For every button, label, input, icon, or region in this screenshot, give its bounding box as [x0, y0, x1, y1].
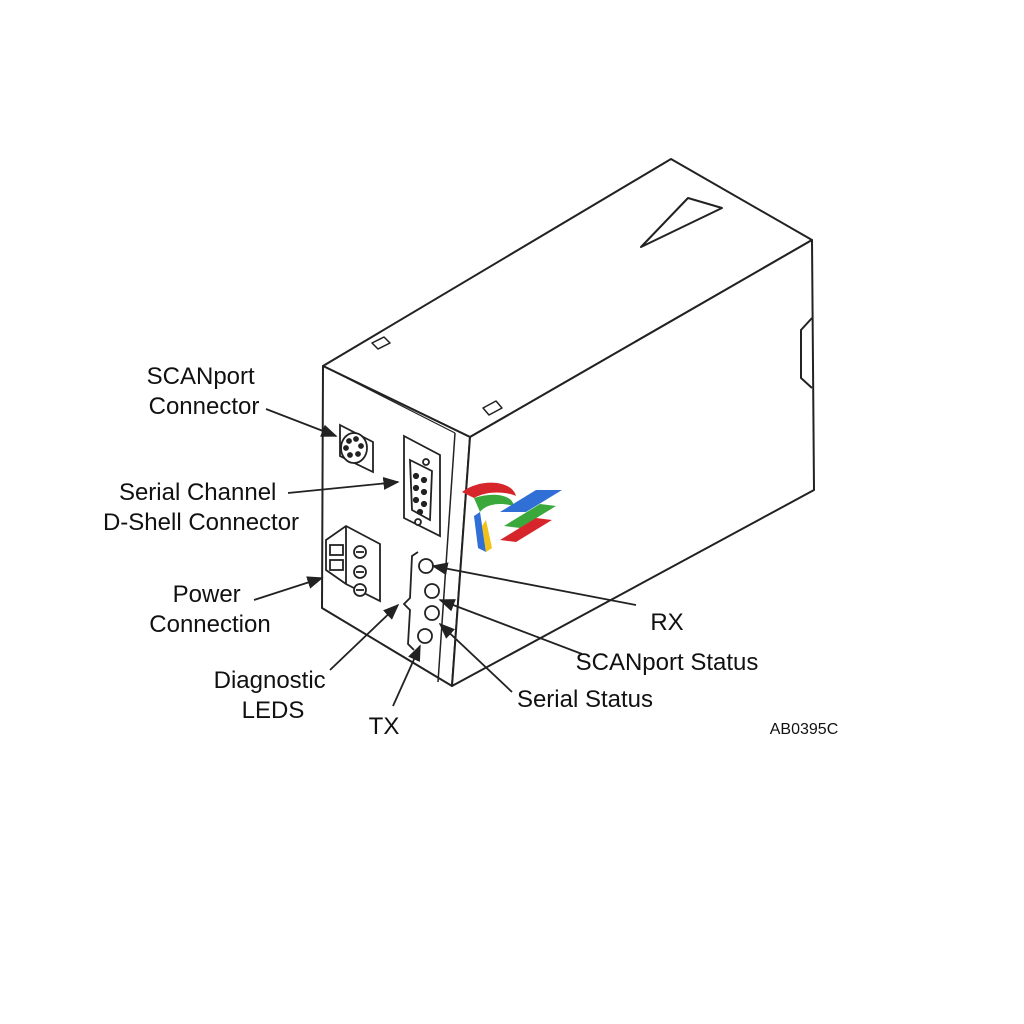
- arrow-serial-channel: [287, 477, 400, 494]
- label-power-connection: Power Connection: [149, 581, 270, 638]
- power-terminal-block: [325, 524, 381, 603]
- led-serial-status: [424, 605, 440, 621]
- led-scanport-status: [424, 583, 440, 599]
- arrow-rx: [431, 562, 637, 606]
- watermark-logo: [462, 482, 562, 552]
- arrow-power: [253, 576, 324, 601]
- top-slot-left: [371, 336, 391, 350]
- arrow-diagnostic: [329, 603, 400, 671]
- figure-code: AB0395C: [770, 721, 839, 738]
- arrow-tx: [392, 644, 421, 707]
- label-scanport-status: SCANport Status: [576, 649, 759, 676]
- top-triangle-mark: [640, 197, 723, 248]
- dshell-connector-port: [403, 434, 441, 538]
- diagnostic-led-group: [402, 551, 440, 651]
- arrow-scanport-status: [438, 599, 583, 655]
- scanport-connector-port: [339, 423, 374, 474]
- label-scanport-connector: SCANport Connector: [147, 363, 262, 420]
- top-slot-right: [482, 400, 503, 416]
- side-notch: [800, 317, 813, 389]
- label-rx: RX: [650, 609, 683, 636]
- led-rx: [418, 558, 434, 574]
- label-serial-channel: Serial Channel D-Shell Connector: [103, 479, 299, 536]
- housing-side-face: [451, 239, 815, 687]
- led-tx: [417, 628, 433, 644]
- label-tx: TX: [369, 713, 400, 740]
- arrow-serial-status: [438, 622, 513, 693]
- label-diagnostic-leds: Diagnostic LEDS: [214, 667, 333, 724]
- leader-arrows: [253, 408, 637, 707]
- label-serial-status: Serial Status: [517, 686, 653, 713]
- arrow-scanport: [265, 408, 338, 437]
